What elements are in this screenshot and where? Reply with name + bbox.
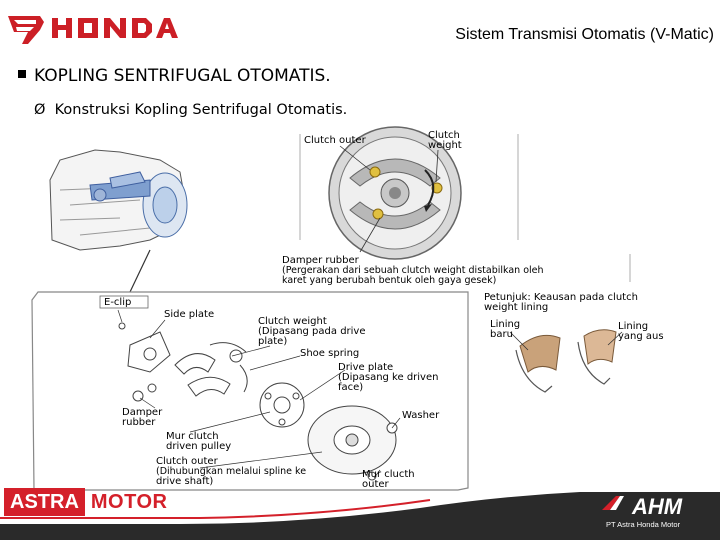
label-shoe-spring: Shoe spring — [300, 349, 359, 359]
ahm-mark-icon — [602, 496, 624, 510]
ahm-caption: PT Astra Honda Motor — [606, 520, 680, 529]
ahm-wordmark: AHM — [631, 494, 683, 519]
label-petunjuk-2: weight lining — [484, 303, 548, 313]
label-damper-rubber-2: rubber — [122, 418, 155, 428]
label-lining-baru-2: baru — [490, 330, 513, 340]
label-lining-aus-2: yang aus — [618, 332, 664, 342]
label-e-clip: E-clip — [104, 298, 131, 308]
label-mur-clutch-pulley-2: driven pulley — [166, 442, 231, 452]
label-clutch-weight-top-2: weight — [428, 141, 462, 151]
clutch-drum-top — [300, 127, 518, 259]
label-washer: Washer — [402, 411, 439, 421]
exploded-view-frame — [32, 292, 468, 490]
label-drive-plate-3: face) — [338, 383, 363, 393]
leader-line — [130, 250, 150, 292]
label-side-plate: Side plate — [164, 310, 214, 320]
label-clutch-weight-3: plate) — [258, 337, 287, 347]
engine-illustration — [50, 150, 187, 250]
lining-illustrations — [510, 330, 622, 392]
label-clutch-outer-top: Clutch outer — [304, 136, 366, 146]
astra-logo-part2: MOTOR — [85, 491, 168, 514]
label-clutch-outer-3: drive shaft) — [156, 477, 213, 487]
astra-logo-part1: ASTRA — [4, 488, 85, 516]
label-damper-note-2: karet yang berubah bentuk oleh gaya gese… — [282, 276, 496, 286]
